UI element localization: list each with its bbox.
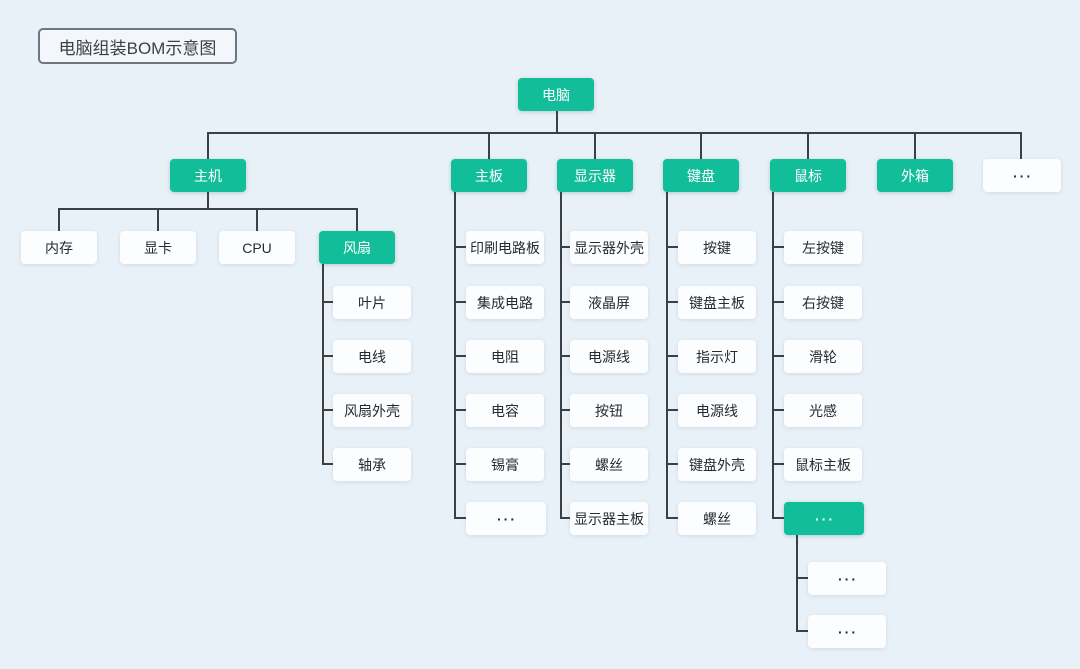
node-monitor-board[interactable]: 显示器主板 <box>570 502 648 535</box>
connector-mainboard-tick-3 <box>454 355 468 357</box>
connector-drop-more <box>1020 132 1022 159</box>
node-fan-bearing[interactable]: 轴承 <box>333 448 411 481</box>
node-memory[interactable]: 内存 <box>21 231 97 264</box>
connector-host-stem <box>207 192 209 210</box>
connector-monitor-tick-3 <box>560 355 574 357</box>
node-keyboard-board[interactable]: 键盘主板 <box>678 286 756 319</box>
connector-drop-host <box>207 132 209 159</box>
connector-mouse-more-spine <box>796 534 798 632</box>
connector-mouse-more-tick-1 <box>796 577 810 579</box>
node-mouse-more[interactable]: ··· <box>784 502 864 535</box>
connector-host-bus <box>58 208 358 210</box>
node-pcb[interactable]: 印刷电路板 <box>466 231 544 264</box>
node-monitor-button[interactable]: 按钮 <box>570 394 648 427</box>
connector-mouse-tick-3 <box>772 355 786 357</box>
node-monitor-screw[interactable]: 螺丝 <box>570 448 648 481</box>
node-keyboard-screw[interactable]: 螺丝 <box>678 502 756 535</box>
node-mouse-board[interactable]: 鼠标主板 <box>784 448 862 481</box>
node-solder-paste[interactable]: 锡膏 <box>466 448 544 481</box>
connector-drop-monitor <box>594 132 596 159</box>
connector-keyboard-tick-1 <box>666 246 680 248</box>
connector-root-stem <box>556 110 558 133</box>
connector-mainboard-tick-4 <box>454 409 468 411</box>
connector-mainboard-tick-6 <box>454 517 468 519</box>
connector-fan-spine <box>322 264 324 465</box>
node-fan[interactable]: 风扇 <box>319 231 395 264</box>
connector-drop-memory <box>58 208 60 231</box>
connector-mainboard-tick-1 <box>454 246 468 248</box>
node-light-sensor[interactable]: 光感 <box>784 394 862 427</box>
connector-mouse-more-tick-2 <box>796 630 810 632</box>
connector-monitor-tick-1 <box>560 246 574 248</box>
connector-monitor-tick-4 <box>560 409 574 411</box>
connector-monitor-tick-6 <box>560 517 574 519</box>
node-keyboard-shell[interactable]: 键盘外壳 <box>678 448 756 481</box>
connector-keyboard-tick-5 <box>666 463 680 465</box>
node-mouse-more-child-1[interactable]: ··· <box>808 562 886 595</box>
node-case[interactable]: 外箱 <box>877 159 953 192</box>
node-left-button[interactable]: 左按键 <box>784 231 862 264</box>
node-ic[interactable]: 集成电路 <box>466 286 544 319</box>
node-keyboard[interactable]: 键盘 <box>663 159 739 192</box>
connector-monitor-tick-5 <box>560 463 574 465</box>
node-mouse-more-child-2[interactable]: ··· <box>808 615 886 648</box>
connector-drop-gpu <box>157 208 159 231</box>
node-computer[interactable]: 电脑 <box>518 78 594 111</box>
node-capacitor[interactable]: 电容 <box>466 394 544 427</box>
connector-mouse-tick-4 <box>772 409 786 411</box>
node-monitor[interactable]: 显示器 <box>557 159 633 192</box>
connector-fan-tick-3 <box>322 409 336 411</box>
node-monitor-shell[interactable]: 显示器外壳 <box>570 231 648 264</box>
node-keycap[interactable]: 按键 <box>678 231 756 264</box>
connector-fan-tick-4 <box>322 463 336 465</box>
node-gpu[interactable]: 显卡 <box>120 231 196 264</box>
connector-fan-tick-1 <box>322 301 336 303</box>
node-resistor[interactable]: 电阻 <box>466 340 544 373</box>
node-lcd-screen[interactable]: 液晶屏 <box>570 286 648 319</box>
node-mainboard[interactable]: 主板 <box>451 159 527 192</box>
connector-fan-tick-2 <box>322 355 336 357</box>
connector-mouse-tick-5 <box>772 463 786 465</box>
connector-keyboard-tick-6 <box>666 517 680 519</box>
connector-drop-fan <box>356 208 358 231</box>
node-cpu[interactable]: CPU <box>219 231 295 264</box>
connector-drop-keyboard <box>700 132 702 159</box>
connector-level1-bus <box>207 132 1022 134</box>
connector-keyboard-tick-3 <box>666 355 680 357</box>
connector-monitor-tick-2 <box>560 301 574 303</box>
node-scroll-wheel[interactable]: 滑轮 <box>784 340 862 373</box>
node-mainboard-more[interactable]: ··· <box>466 502 546 535</box>
node-keyboard-power-cable[interactable]: 电源线 <box>678 394 756 427</box>
node-right-button[interactable]: 右按键 <box>784 286 862 319</box>
node-fan-shell[interactable]: 风扇外壳 <box>333 394 411 427</box>
connector-mouse-tick-6 <box>772 517 786 519</box>
node-fan-wire[interactable]: 电线 <box>333 340 411 373</box>
connector-mouse-tick-1 <box>772 246 786 248</box>
connector-drop-mouse <box>807 132 809 159</box>
connector-keyboard-tick-4 <box>666 409 680 411</box>
connector-drop-cpu <box>256 208 258 231</box>
node-mouse[interactable]: 鼠标 <box>770 159 846 192</box>
diagram-title[interactable]: 电脑组装BOM示意图 <box>38 28 237 64</box>
connector-mainboard-tick-5 <box>454 463 468 465</box>
node-monitor-power-cable[interactable]: 电源线 <box>570 340 648 373</box>
node-fan-blade[interactable]: 叶片 <box>333 286 411 319</box>
connector-keyboard-tick-2 <box>666 301 680 303</box>
node-host[interactable]: 主机 <box>170 159 246 192</box>
connector-mainboard-tick-2 <box>454 301 468 303</box>
connector-drop-mainboard <box>488 132 490 159</box>
connector-drop-case <box>914 132 916 159</box>
node-more-top[interactable]: ··· <box>983 159 1061 192</box>
node-indicator-light[interactable]: 指示灯 <box>678 340 756 373</box>
connector-mouse-tick-2 <box>772 301 786 303</box>
